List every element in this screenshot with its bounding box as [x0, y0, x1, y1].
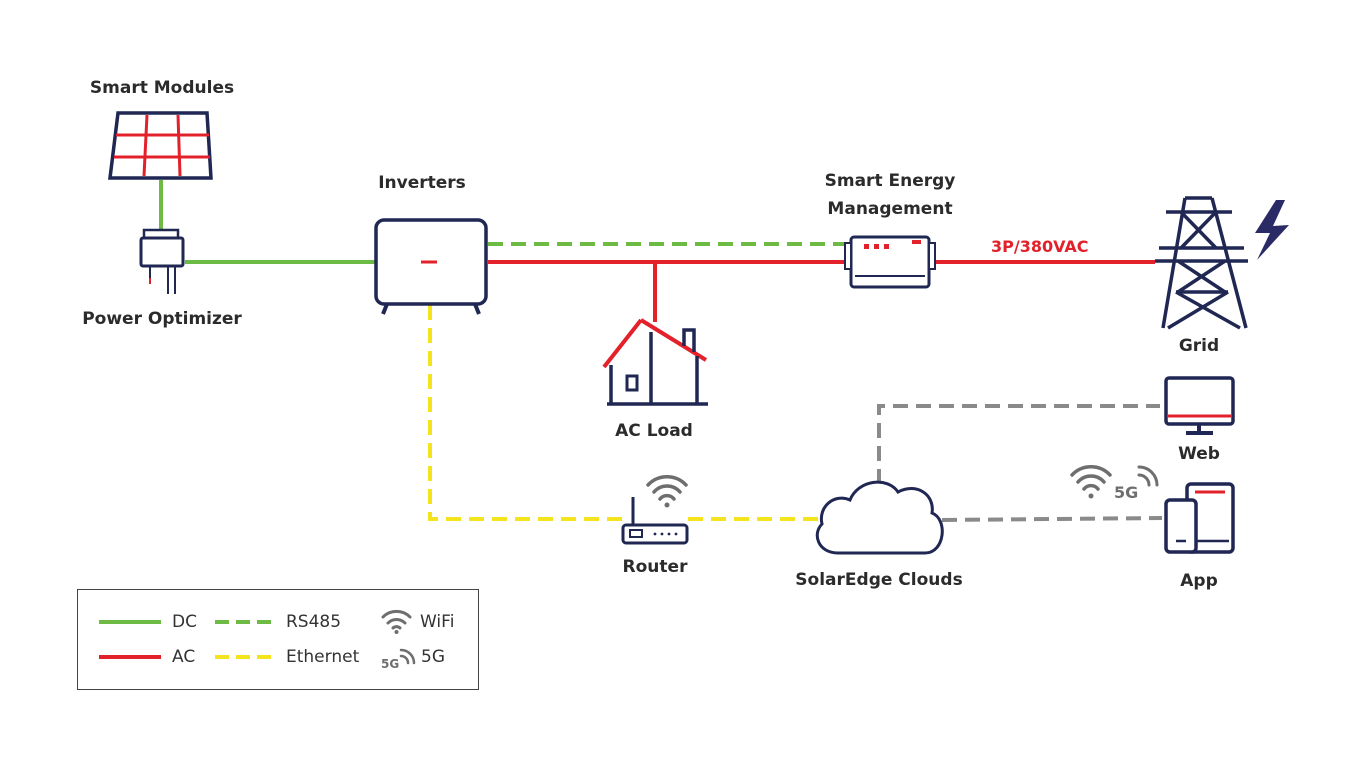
label-inverters: Inverters — [378, 173, 466, 193]
legend-symbols: 5G — [99, 609, 416, 671]
label-solaredge-clouds: SolarEdge Clouds — [795, 570, 963, 590]
power-optimizer-icon — [139, 228, 185, 294]
legend-wifi-icon — [381, 609, 412, 634]
energy-meter-icon — [844, 235, 936, 289]
wifi-icon — [646, 475, 688, 508]
label-app: App — [1180, 571, 1218, 591]
label-smart-modules: Smart Modules — [89, 78, 235, 98]
label-grid-voltage: 3P/380VAC — [991, 237, 1089, 256]
ethernet-line-inverter-router — [428, 305, 622, 521]
legend-wifi-label: WiFi — [420, 612, 455, 632]
lightning-bolt-icon — [1255, 200, 1289, 260]
wifi-icon — [1070, 465, 1112, 499]
legend — [77, 589, 479, 690]
router-icon — [621, 497, 689, 545]
cloud-line-web — [877, 404, 1160, 484]
monitor-icon — [1164, 376, 1235, 435]
label-ac-load: AC Load — [615, 421, 693, 441]
cloud-line-app — [941, 516, 1163, 522]
solar-panel-icon — [108, 111, 213, 180]
legend-ac-label: AC — [172, 647, 196, 667]
fiveg-text: 5G — [1114, 483, 1138, 502]
inverter-icon — [374, 218, 488, 315]
label-smart-energy-line1: Smart Energy — [824, 171, 956, 191]
transmission-tower-icon — [1155, 196, 1248, 330]
label-power-optimizer: Power Optimizer — [82, 309, 242, 329]
label-web: Web — [1178, 444, 1220, 464]
fiveg-signal-icon — [1137, 465, 1159, 487]
label-router: Router — [622, 557, 688, 577]
legend-fiveg-label: 5G — [421, 647, 445, 667]
connection-lines — [159, 180, 1163, 522]
legend-dc-label: DC — [172, 612, 197, 632]
house-icon — [602, 318, 708, 406]
legend-fiveg-icon-text: 5G — [381, 657, 399, 671]
label-smart-energy-line2: Management — [827, 199, 953, 219]
legend-ethernet-label: Ethernet — [286, 647, 360, 667]
label-grid: Grid — [1178, 336, 1220, 356]
cloud-icon — [815, 480, 944, 555]
mobile-devices-icon — [1164, 482, 1235, 554]
legend-rs485-label: RS485 — [286, 612, 342, 632]
legend-fiveg-signal-icon — [399, 648, 416, 665]
